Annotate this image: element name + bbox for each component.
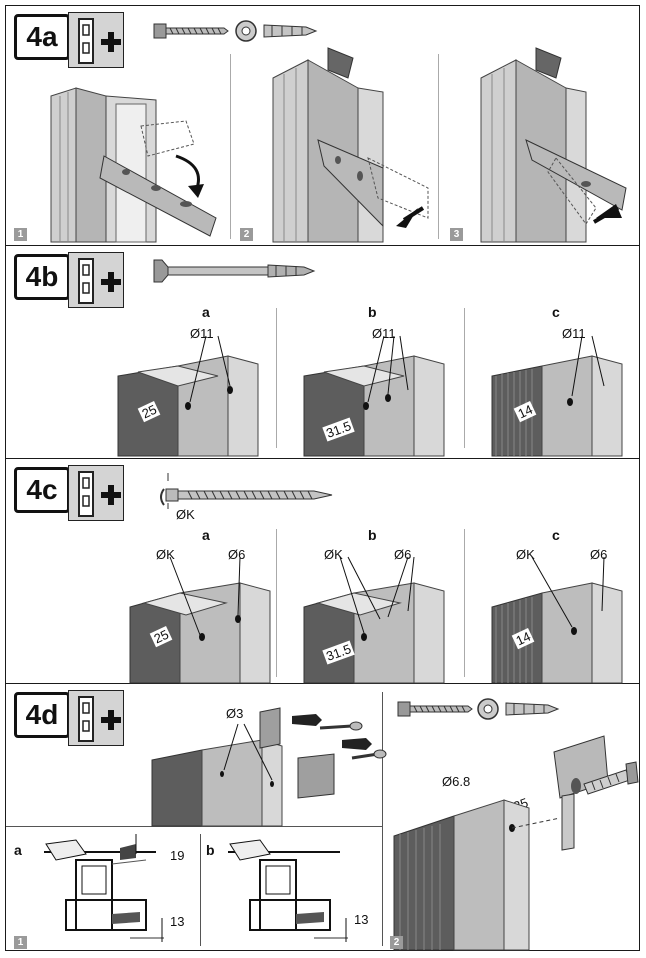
panel-number-4a-1: 1 [14, 228, 27, 241]
hole-k-a: ØK [156, 547, 175, 562]
hole-6-a: Ø6 [228, 547, 246, 562]
variant-divider-2 [464, 529, 465, 677]
panel-number-4d-1: 1 [14, 936, 27, 949]
bracket-plus-icon [78, 696, 121, 742]
variant-divider-1 [276, 529, 277, 677]
frame-profile-4b-c [491, 335, 623, 457]
bracket-mount-icon [68, 252, 124, 308]
variant-letter-c: c [552, 527, 560, 543]
frame-profile-4d-2 [393, 735, 639, 951]
hardware-wood-screw [160, 473, 333, 509]
step-label-4c: 4c [14, 467, 70, 513]
step-label-4d: 4d [14, 692, 70, 738]
panel-divider-1 [230, 54, 231, 239]
hole-diameter-6-8: Ø6.8 [442, 774, 471, 789]
screw-diameter-label: ØK [176, 507, 195, 522]
instruction-sheet: 4a [5, 5, 640, 951]
bracket-plus-icon [78, 471, 121, 517]
frame-profile-4b-a [117, 335, 259, 457]
variant-letter-a: a [202, 527, 210, 543]
section-4d: 4d Ø3 [6, 684, 639, 952]
hole-diameter-c: Ø11 [562, 326, 586, 341]
frame-profile-4a-1 [50, 87, 217, 243]
variant-letter-c: c [552, 304, 560, 320]
frame-profile-4c-c [491, 556, 623, 684]
panel-number-4a-2: 2 [240, 228, 253, 241]
hardware-frame-anchor [153, 259, 316, 283]
variant-letter-b: b [368, 527, 377, 543]
panel-number-4d-2: 2 [390, 936, 403, 949]
bracket-plus-icon [78, 18, 121, 64]
hardware-screw-washer-anchor-4d [397, 698, 560, 720]
frame-profile-4d-main [151, 707, 387, 827]
step-label-4a: 4a [14, 14, 70, 60]
frame-profile-4c-b [303, 556, 445, 684]
hole-diameter-a: Ø11 [190, 326, 214, 341]
panel-number-4a-3: 3 [450, 228, 463, 241]
bracket-mount-icon [68, 690, 124, 746]
panel-divider-4d [382, 692, 383, 946]
section-4c: 4c ØK a ØK Ø6 b ØK Ø6 c ØK [6, 459, 639, 684]
frame-profile-4a-3 [480, 47, 627, 243]
dimension-13-a: 13 [170, 914, 185, 929]
section-4a: 4a [6, 6, 639, 246]
dimension-19: 19 [170, 848, 185, 863]
variant-letter-a: a [202, 304, 210, 320]
hardware-screw-washer-anchor [153, 20, 318, 42]
bracket-mount-icon [68, 465, 124, 521]
variant-divider-1 [276, 308, 277, 448]
section-4b: 4b a Ø11 b Ø11 c Ø11 [6, 246, 639, 459]
bracket-plus-icon [78, 258, 121, 304]
hole-diameter-b: Ø11 [372, 326, 396, 341]
profile-section-b [228, 839, 348, 942]
hole-k-c: ØK [516, 547, 535, 562]
hole-6-b: Ø6 [394, 547, 412, 562]
profile-section-a [44, 834, 164, 942]
profile-divider-vertical [200, 834, 201, 946]
frame-profile-4c-a [129, 556, 271, 684]
dimension-13-b: 13 [354, 912, 369, 927]
panel-divider-2 [438, 54, 439, 239]
frame-profile-4a-2 [272, 47, 429, 243]
profile-letter-a: a [14, 842, 22, 858]
hole-6-c: Ø6 [590, 547, 608, 562]
step-label-4b: 4b [14, 254, 70, 300]
variant-letter-b: b [368, 304, 377, 320]
hole-k-b: ØK [324, 547, 343, 562]
variant-divider-2 [464, 308, 465, 448]
hole-diameter-3: Ø3 [226, 706, 244, 721]
bracket-mount-icon [68, 12, 124, 68]
profile-letter-b: b [206, 842, 215, 858]
